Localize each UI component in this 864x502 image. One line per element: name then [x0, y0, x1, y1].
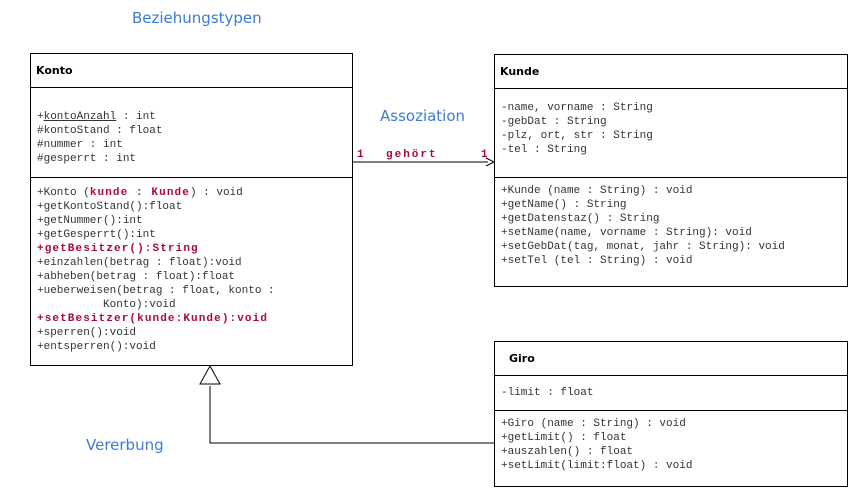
inheritance-line: [209, 386, 494, 444]
kunde-attr-1: -name, vorname : String: [501, 102, 653, 114]
class-kunde-name: Kunde: [500, 65, 540, 78]
kunde-method-4: +setName(name, vorname : String): void: [501, 227, 752, 239]
konto-method-6-cont: Konto):void: [37, 299, 176, 311]
class-giro-attributes: -limit : float: [495, 375, 847, 410]
giro-attr-1: -limit : float: [501, 387, 594, 399]
konto-method-1: +getKontoStand():float: [37, 201, 183, 213]
konto-attr-3: #gesperrt : int: [37, 153, 137, 165]
class-kunde: Kunde -name, vorname : String -gebDat : …: [494, 54, 848, 287]
class-giro-methods: +Giro (name : String) : void +getLimit()…: [495, 410, 847, 473]
class-giro: Giro -limit : float +Giro (name : String…: [494, 341, 848, 487]
giro-method-2: +getLimit() : float: [501, 432, 627, 444]
inheritance-heading: Vererbung: [86, 436, 164, 454]
konto-method-4: +einzahlen(betrag : float):void: [37, 257, 242, 269]
kunde-attr-3: -plz, ort, str : String: [501, 130, 653, 142]
giro-method-3: +auszahlen() : float: [501, 446, 634, 458]
konto-method-setbesitzer: +setBesitzer(kunde:Kunde):void: [37, 313, 269, 325]
kunde-method-6: +setTel (tel : String) : void: [501, 255, 693, 267]
class-giro-name: Giro: [509, 352, 535, 365]
class-kunde-attributes: -name, vorname : String -gebDat : String…: [495, 88, 847, 177]
association-multiplicity-left: 1: [357, 149, 366, 161]
kunde-method-1: +Kunde (name : String) : void: [501, 185, 693, 197]
kunde-attr-4: -tel : String: [501, 144, 587, 156]
association-multiplicity-right: 1: [481, 149, 490, 161]
giro-method-1: +Giro (name : String) : void: [501, 418, 686, 430]
konto-constructor: +Konto (kunde : Kunde) : void: [37, 187, 243, 199]
konto-method-3: +getGesperrt():int: [37, 229, 156, 241]
class-konto: Konto +kontoAnzahl : int #kontoStand : f…: [30, 53, 353, 366]
giro-method-4: +setLimit(limit:float) : void: [501, 460, 693, 472]
class-konto-methods: +Konto (kunde : Kunde) : void +getKontoS…: [31, 177, 352, 354]
inheritance-triangle: [199, 364, 221, 385]
class-konto-name: Konto: [36, 64, 73, 77]
kunde-method-2: +getName() : String: [501, 199, 627, 211]
konto-attr-static: +kontoAnzahl : int: [37, 111, 156, 123]
association-heading: Assoziation: [380, 107, 466, 125]
konto-attr-1: #kontoStand : float: [37, 125, 163, 137]
diagram-title: Beziehungstypen: [132, 9, 262, 27]
konto-method-8: +entsperren():void: [37, 341, 156, 353]
class-konto-attributes: +kontoAnzahl : int #kontoStand : float #…: [31, 87, 352, 177]
kunde-method-3: +getDatenstaz() : String: [501, 213, 660, 225]
kunde-method-5: +setGebDat(tag, monat, jahr : String): v…: [501, 241, 785, 253]
konto-method-2: +getNummer():int: [37, 215, 143, 227]
konto-method-5: +abheben(betrag : float):float: [37, 271, 236, 283]
konto-method-7: +sperren():void: [37, 327, 137, 339]
kunde-attr-2: -gebDat : String: [501, 116, 607, 128]
konto-method-6: +ueberweisen(betrag : float, konto :: [37, 285, 275, 297]
konto-attr-2: #nummer : int: [37, 139, 123, 151]
class-kunde-methods: +Kunde (name : String) : void +getName()…: [495, 177, 847, 268]
konto-method-getbesitzer: +getBesitzer():String: [37, 243, 199, 255]
association-role-label: gehört: [386, 149, 438, 161]
